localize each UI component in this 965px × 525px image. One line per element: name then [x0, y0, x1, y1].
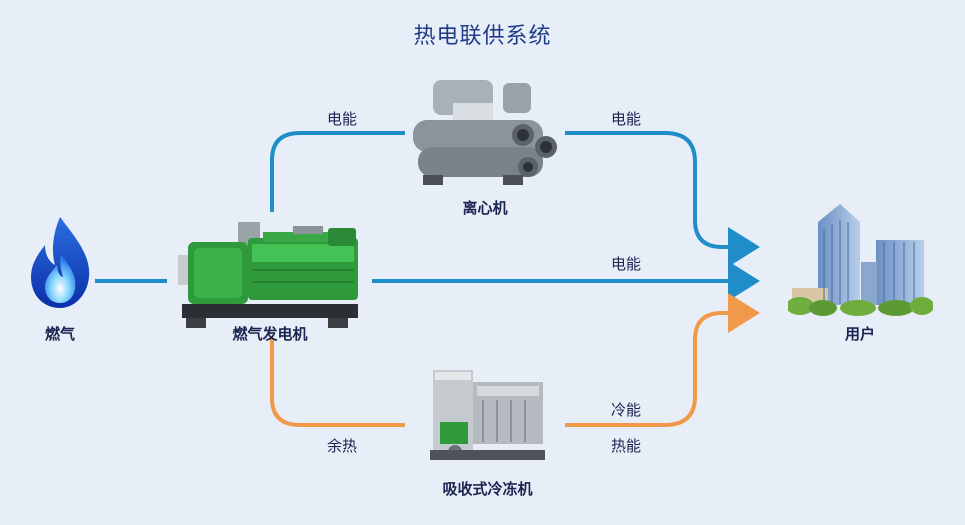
edge-chiller-to-user-label: 电能 — [611, 110, 642, 128]
absorption-chiller-image — [430, 370, 545, 460]
absorption-to-user-line — [565, 293, 760, 427]
flame-icon — [31, 217, 90, 308]
centrifugal-chiller-image — [413, 80, 557, 185]
edge-absorption-heat-label: 热能 — [611, 437, 642, 455]
generator-to-chiller-line — [270, 131, 405, 212]
chiller-to-user-line — [565, 131, 760, 267]
edge-absorption-cold-label: 冷能 — [611, 401, 642, 419]
diagram-title: 热电联供系统 — [413, 24, 552, 49]
node-gas-label: 燃气 — [44, 325, 75, 343]
buildings-image — [788, 204, 933, 316]
edge-gen-to-user-label: 电能 — [611, 255, 642, 273]
gas-generator-image — [178, 222, 358, 328]
edge-gen-to-absorption-label: 余热 — [327, 437, 358, 455]
edge-gen-to-chiller-label: 电能 — [327, 110, 358, 128]
node-generator-label: 燃气发电机 — [232, 325, 308, 343]
node-user-label: 用户 — [844, 325, 875, 343]
generator-to-absorption-line — [270, 338, 405, 427]
node-absorption-label: 吸收式冷冻机 — [442, 480, 533, 498]
node-chiller-label: 离心机 — [462, 199, 508, 217]
